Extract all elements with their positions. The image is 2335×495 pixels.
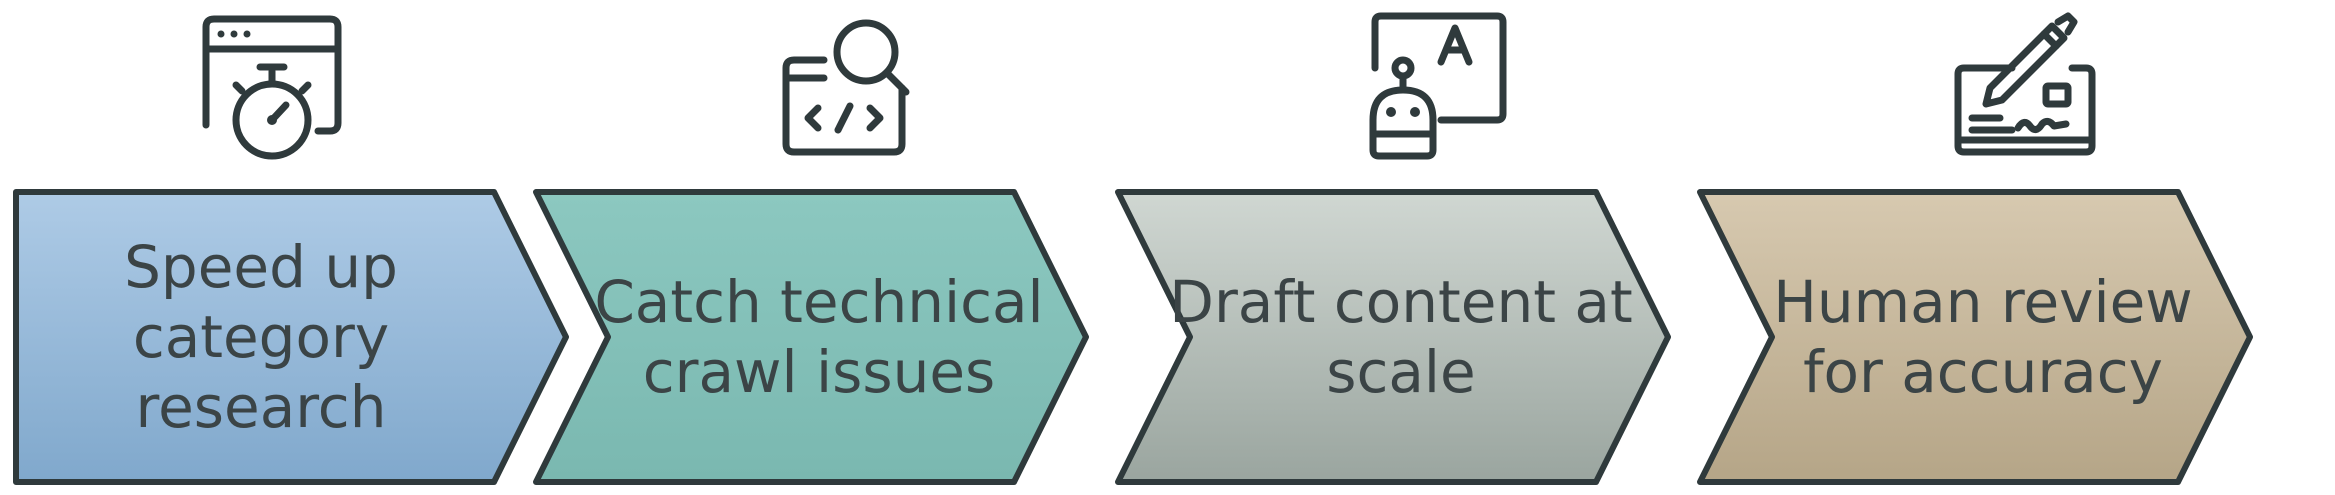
step-arrow-1 [13, 189, 569, 485]
step-arrow-3 [1115, 189, 1671, 485]
pen-check-icon [1954, 12, 2096, 156]
code-search-icon [782, 19, 910, 156]
step-arrow-2 [533, 189, 1089, 485]
step-label-line: Speed up [124, 233, 398, 301]
step-label-line: crawl issues [643, 338, 995, 406]
step-label-line: Human review [1773, 268, 2192, 336]
step-label-line: research [136, 373, 387, 441]
step-label-line: scale [1326, 338, 1475, 406]
robot-writing-icon [1369, 12, 1507, 160]
step-label-line: Draft content at [1169, 268, 1632, 336]
step-label-line: for accuracy [1803, 338, 2163, 406]
step-label-line: category [133, 303, 389, 371]
step-arrow-4 [1697, 189, 2253, 485]
step-label-line: Catch technical [594, 268, 1043, 336]
icons [202, 12, 2096, 160]
stopwatch-browser-icon [202, 15, 342, 160]
